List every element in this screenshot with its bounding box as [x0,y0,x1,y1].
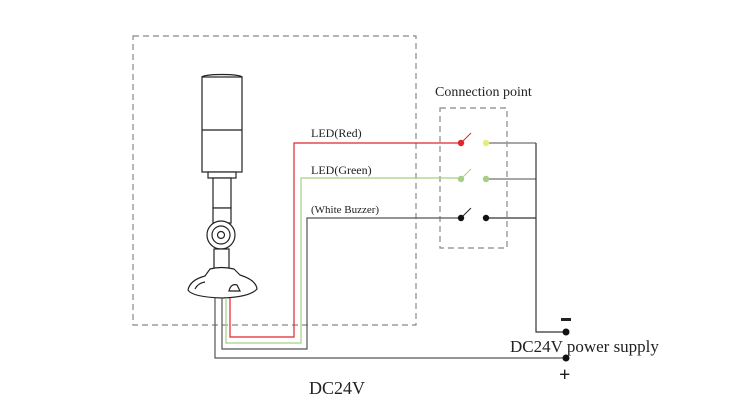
common-wire-plus [214,298,565,359]
plus-terminal [562,354,570,362]
red-terminal-right [482,139,490,147]
green-wire [225,177,461,344]
switches [457,132,490,222]
minus-label: - [0,0,1,1]
red-wire [229,142,461,338]
minus-terminal [562,328,570,336]
device-boundary [132,35,417,326]
power-supply-label: DC24V power supply [510,337,659,356]
common-wire-minus [535,143,565,333]
green-terminal-right [482,175,490,183]
buzzer-terminal-right [482,214,490,222]
minus-sign [561,318,571,321]
buzzer-wire [221,217,461,350]
white-buzzer-label: (White Buzzer) [311,204,379,216]
green-terminal-left [457,175,465,183]
buzzer-terminal-left [457,214,465,222]
dc24v-label: DC24V [309,378,365,398]
connection-point-label: Connection point [435,85,532,100]
led-red-label: LED(Red) [311,126,362,140]
wires [214,142,565,359]
red-terminal-left [457,139,465,147]
signal-tower [187,73,258,299]
led-green-label: LED(Green) [311,163,372,177]
plus-label: + [559,364,570,386]
